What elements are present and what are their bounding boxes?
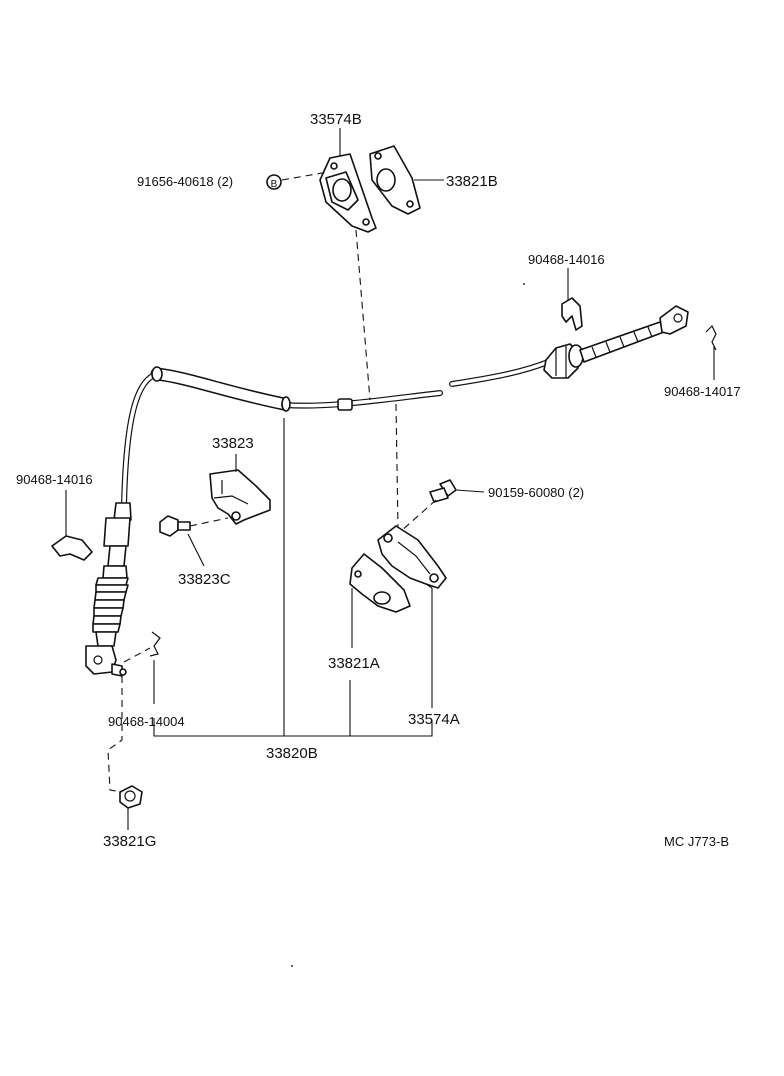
- assembly-line-bolt-90159: [399, 499, 437, 533]
- assembly-line-washer: [281, 171, 329, 181]
- label-33823: 33823: [212, 435, 254, 452]
- label-33821B: 33821B: [446, 173, 498, 190]
- bolt-33823C: [159, 515, 191, 537]
- label-90468-14016-right: 90468-14016: [528, 252, 605, 267]
- bracket-33574B: [319, 153, 377, 233]
- clip-90468-14016-left: [51, 535, 93, 561]
- sheath-end-cap: [281, 396, 291, 412]
- leader-lines: [65, 128, 715, 830]
- svg-text:B: B: [271, 179, 278, 190]
- clip-90468-14004: [149, 631, 161, 657]
- assembly-line-bolt-33823C: [189, 517, 229, 527]
- label-90468-14004: 90468-14004: [108, 714, 185, 729]
- label-33820B: 33820B: [266, 745, 318, 762]
- cable-end-left: [85, 502, 132, 677]
- assembly-line-lower: [395, 403, 399, 529]
- washer-B-icon: B: [266, 174, 282, 190]
- control-cable-33820B: [121, 359, 551, 508]
- assembly-line-top: [355, 229, 371, 401]
- assembly-line-clip-left: [123, 647, 151, 663]
- label-33821A: 33821A: [328, 655, 380, 672]
- cable-ferrule: [337, 398, 353, 411]
- speck: [523, 283, 525, 285]
- clip-90468-14017: [705, 324, 717, 351]
- label-33574B-top: 33574B: [310, 111, 362, 128]
- bolt-90159-60080: [429, 479, 457, 503]
- grommet-33821G: [119, 785, 143, 809]
- label-33823C: 33823C: [178, 571, 231, 588]
- assembly-line-grommet: [107, 676, 123, 793]
- gasket-33821A: [349, 553, 411, 613]
- label-33574A: 33574A: [408, 711, 460, 728]
- drawing-code: MC J773-B: [664, 834, 729, 849]
- label-90468-14016-left: 90468-14016: [16, 472, 93, 487]
- gasket-33821B: [369, 145, 421, 215]
- label-90159-60080: 90159-60080 (2): [488, 485, 584, 500]
- label-91656-40618: 91656-40618 (2): [137, 174, 233, 189]
- bracket-33574A: [377, 525, 447, 589]
- label-90468-14017: 90468-14017: [664, 384, 741, 399]
- clip-90468-14016-right: [561, 297, 583, 331]
- label-33821G: 33821G: [103, 833, 156, 850]
- bracket-33823: [209, 469, 271, 525]
- cable-end-right: [543, 305, 689, 379]
- sheath-end-cap-left: [151, 366, 163, 382]
- part-labels: 33574B 91656-40618 (2) 33821B 90468-1401…: [16, 111, 741, 850]
- speck: [291, 965, 293, 967]
